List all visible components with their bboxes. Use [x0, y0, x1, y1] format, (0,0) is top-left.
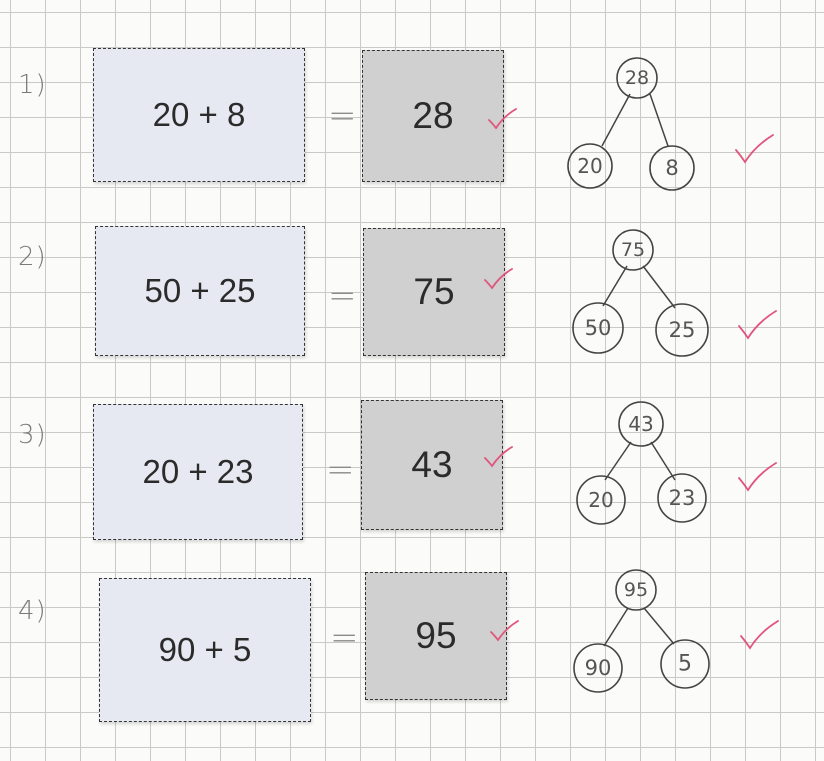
check-mark-icon: [488, 108, 518, 132]
answer-card: 75: [363, 228, 505, 356]
sum-card: 20 + 23: [93, 404, 303, 540]
answer-text: 75: [413, 271, 454, 313]
question-number: 2): [18, 242, 47, 272]
sum-card: 50 + 25: [95, 226, 305, 356]
part-value-right: 25: [669, 318, 696, 342]
part-value-left: 90: [585, 656, 612, 680]
check-mark-icon: [740, 620, 780, 650]
sum-text: 20 + 23: [142, 453, 253, 491]
part-value-right: 8: [665, 156, 678, 180]
sum-text: 20 + 8: [153, 96, 246, 134]
whole-value: 43: [628, 412, 653, 436]
whole-value: 75: [621, 239, 645, 261]
part-value-right: 5: [678, 652, 692, 677]
question-row-4: 4) 90 + 5 = 95 95 90 5: [0, 576, 824, 746]
part-value-left: 50: [585, 316, 612, 340]
equals-sign: =: [328, 276, 357, 316]
equals-sign: =: [326, 450, 355, 490]
branch-line: [605, 442, 631, 480]
answer-text: 43: [411, 444, 452, 486]
part-whole-model: 95 90 5: [560, 570, 710, 720]
branch-line: [603, 266, 627, 306]
sum-card: 90 + 5: [99, 578, 311, 722]
equals-sign: =: [330, 618, 359, 658]
check-mark-icon: [738, 462, 778, 492]
branch-line: [650, 94, 668, 146]
answer-text: 95: [415, 615, 456, 657]
check-mark-icon: [490, 620, 520, 644]
whole-value: 28: [625, 67, 649, 89]
branch-line: [602, 94, 630, 146]
check-mark-icon: [484, 268, 514, 292]
branch-line: [604, 608, 628, 646]
answer-card: 28: [362, 50, 504, 182]
check-mark-icon: [484, 446, 514, 470]
part-value-left: 20: [588, 488, 613, 512]
whole-value: 95: [624, 579, 648, 601]
sum-card: 20 + 8: [93, 48, 305, 182]
question-row-2: 2) 50 + 25 = 75 75 50 25: [0, 228, 824, 398]
question-number: 1): [18, 70, 47, 100]
equals-sign: =: [328, 96, 357, 136]
part-value-left: 20: [577, 154, 602, 178]
part-whole-model: 75 50 25: [565, 228, 715, 378]
part-whole-model: 28 20 8: [560, 50, 710, 200]
question-number: 3): [18, 420, 47, 450]
answer-card: 43: [361, 400, 503, 530]
answer-card: 95: [365, 572, 507, 700]
sum-text: 90 + 5: [159, 631, 252, 669]
question-row-1: 1) 20 + 8 = 28 28 20 8: [0, 52, 824, 222]
question-row-3: 3) 20 + 23 = 43 43 20 23: [0, 402, 824, 572]
sum-text: 50 + 25: [144, 272, 255, 310]
part-value-right: 23: [669, 486, 696, 510]
part-whole-model: 43 20 23: [565, 400, 715, 550]
check-mark-icon: [735, 134, 775, 164]
answer-text: 28: [412, 95, 453, 137]
branch-line: [644, 608, 674, 644]
question-number: 4): [18, 596, 47, 626]
check-mark-icon: [738, 310, 778, 340]
branch-line: [651, 442, 675, 480]
branch-line: [643, 266, 675, 308]
